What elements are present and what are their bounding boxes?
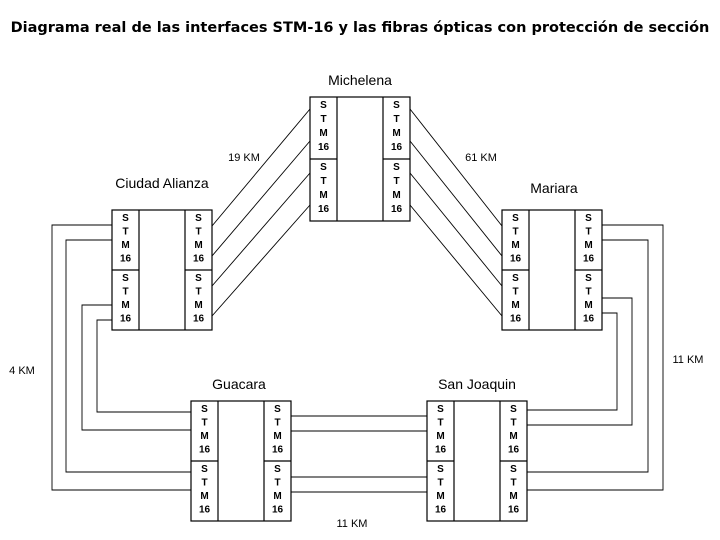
- distance-label-mariara-san-joaquin: 11 KM: [673, 354, 704, 366]
- fiber-mariara-san-joaquin: [527, 312, 618, 411]
- node-name-san-joaquin: San Joaquin: [438, 376, 516, 392]
- fiber-michelena-mariara: [409, 172, 503, 287]
- fiber-ciudad-alianza-michelena: [211, 108, 311, 227]
- fiber-ciudad-alianza-guacara: [51, 224, 191, 491]
- fiber-mariara-san-joaquin: [527, 224, 664, 491]
- node-name-guacara: Guacara: [212, 376, 266, 392]
- node-name-mariara: Mariara: [530, 180, 578, 196]
- fiber-michelena-mariara: [409, 204, 503, 317]
- node-name-ciudad-alianza: Ciudad Alianza: [115, 175, 209, 191]
- fiber-ciudad-alianza-guacara: [81, 304, 191, 431]
- distance-label-michelena-mariara: 61 KM: [465, 152, 497, 164]
- distance-label-guacara-san-joaquin: 11 KM: [337, 518, 368, 530]
- fiber-ciudad-alianza-michelena: [211, 140, 311, 257]
- distance-label-ciudad-alianza-michelena: 19 KM: [228, 152, 260, 164]
- fiber-mariara-san-joaquin: [527, 297, 633, 426]
- fiber-ciudad-alianza-guacara: [96, 319, 191, 413]
- fiber-links: [51, 108, 664, 493]
- distance-label-ciudad-alianza-guacara: 4 KM: [9, 365, 35, 377]
- fiber-ciudad-alianza-guacara: [65, 239, 191, 473]
- fiber-mariara-san-joaquin: [527, 239, 649, 473]
- fiber-michelena-mariara: [409, 108, 503, 227]
- node-name-michelena: Michelena: [328, 72, 392, 88]
- fiber-ciudad-alianza-michelena: [211, 204, 311, 317]
- fiber-michelena-mariara: [409, 140, 503, 257]
- fiber-ciudad-alianza-michelena: [211, 172, 311, 287]
- diagram-title: Diagrama real de las interfaces STM-16 y…: [10, 20, 710, 36]
